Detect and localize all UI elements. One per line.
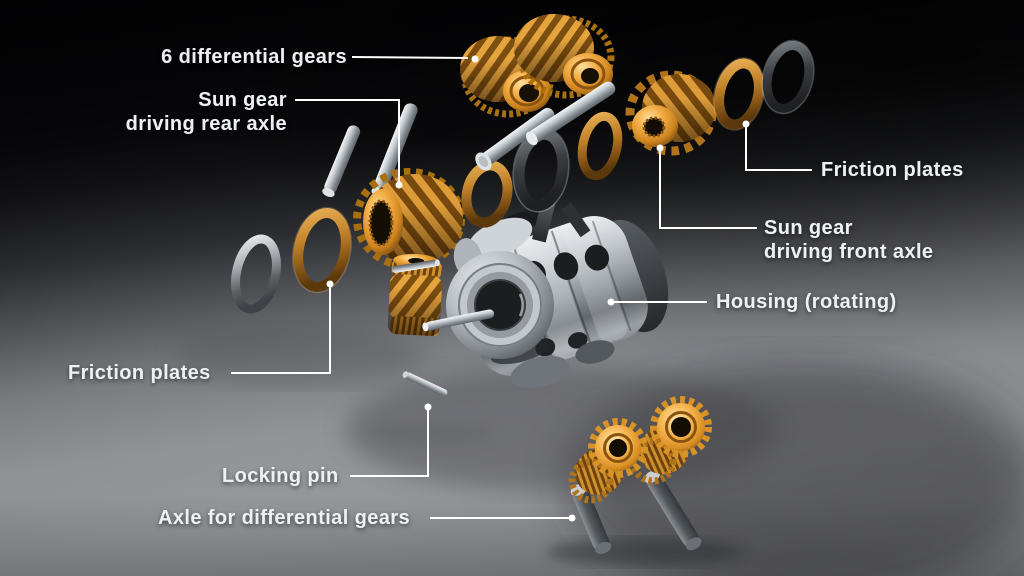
locking-pin [402,371,448,397]
leader-sun-gear-rear [295,99,403,189]
axle-assembly-rear [629,396,712,551]
leader-sun-gear-front [656,144,757,229]
friction-plate-bronze-mid-right [577,111,623,181]
differential-gear-2 [514,14,615,99]
pin-middle [475,107,555,171]
leader-six-differential-gears [351,55,479,63]
axle-assembly-front [568,418,648,555]
label-text: Friction plates [68,362,211,384]
leader-axle-differential-gears [430,514,576,522]
label-text-line1: Sun gear [764,217,853,239]
label-sun-gear-front: Sun gear driving front axle [764,216,933,264]
label-axle-differential-gears: Axle for differential gears [158,506,410,530]
label-sun-gear-rear: Sun gear driving rear axle [126,88,287,136]
friction-plate-bronze-right [712,57,766,131]
label-text-line2: driving front axle [764,241,934,263]
pin-rear-left [322,125,361,197]
leader-lines [231,55,812,522]
sun-gear-front-axle [625,70,717,156]
label-locking-pin: Locking pin [222,464,339,488]
label-text: Axle for differential gears [158,507,410,529]
label-friction-plates-right: Friction plates [821,158,964,182]
friction-plate-bronze-left [291,206,353,294]
label-text: 6 differential gears [161,46,347,68]
pin-front-axle [525,81,616,146]
friction-plate-steel-left [231,234,281,314]
label-text-line2: driving rear axle [125,113,287,135]
housing [422,211,669,389]
leader-friction-plates-left [231,280,334,374]
leader-friction-plates-right [742,120,812,171]
housing-output-shaft [422,309,495,332]
label-text: Housing (rotating) [716,291,897,313]
label-text-line1: Sun gear [198,89,287,111]
label-friction-plates-left: Friction plates [68,361,211,385]
label-text: Friction plates [821,159,964,181]
friction-plate-bronze-mid-left [461,160,513,228]
friction-plate-steel-right [761,39,815,115]
label-text: Locking pin [222,465,339,487]
label-six-differential-gears: 6 differential gears [161,45,347,69]
label-housing: Housing (rotating) [716,290,897,314]
leader-housing [607,298,707,306]
pin-small [391,259,440,273]
sun-gear-rear-axle [353,168,465,270]
leader-locking-pin [350,403,432,477]
